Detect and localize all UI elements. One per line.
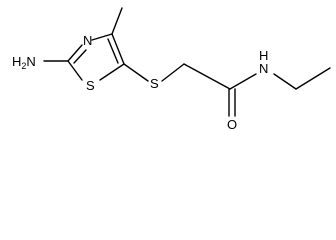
bond-s1-c5 bbox=[99, 63, 125, 81]
bond-s-ch2 bbox=[161, 63, 185, 82]
amide-hydrogen-label: H bbox=[259, 48, 268, 63]
ring-sulfur-label: S bbox=[86, 78, 95, 93]
carbonyl-oxygen-label: O bbox=[227, 117, 237, 132]
bond-c2-s1 bbox=[67, 60, 83, 81]
ring-nitrogen-label: N bbox=[83, 33, 92, 48]
bond-c5-c4-double bbox=[107, 38, 119, 64]
bond-n3-c2 bbox=[67, 44, 83, 62]
bond-c5-s bbox=[123, 63, 149, 82]
bond-ch2-co bbox=[183, 63, 231, 90]
amine-label: H2N bbox=[12, 54, 36, 71]
thioether-sulfur-label: S bbox=[150, 76, 159, 91]
bond-c4-n3 bbox=[91, 33, 113, 41]
bond-ch2-ch3 bbox=[295, 67, 331, 90]
bond-c4-methyl bbox=[111, 7, 123, 35]
bond-c5-c4 bbox=[111, 33, 125, 65]
amide-nitrogen-label: N bbox=[259, 61, 268, 76]
bond-n3-c2-double bbox=[73, 49, 87, 64]
molecule-svg: H2N N S S O N H bbox=[12, 7, 331, 132]
bond-nh-ch2 bbox=[273, 73, 297, 90]
structure-diagram: H2N N S S O N H bbox=[12, 7, 331, 132]
bond-co-nh bbox=[229, 73, 257, 90]
